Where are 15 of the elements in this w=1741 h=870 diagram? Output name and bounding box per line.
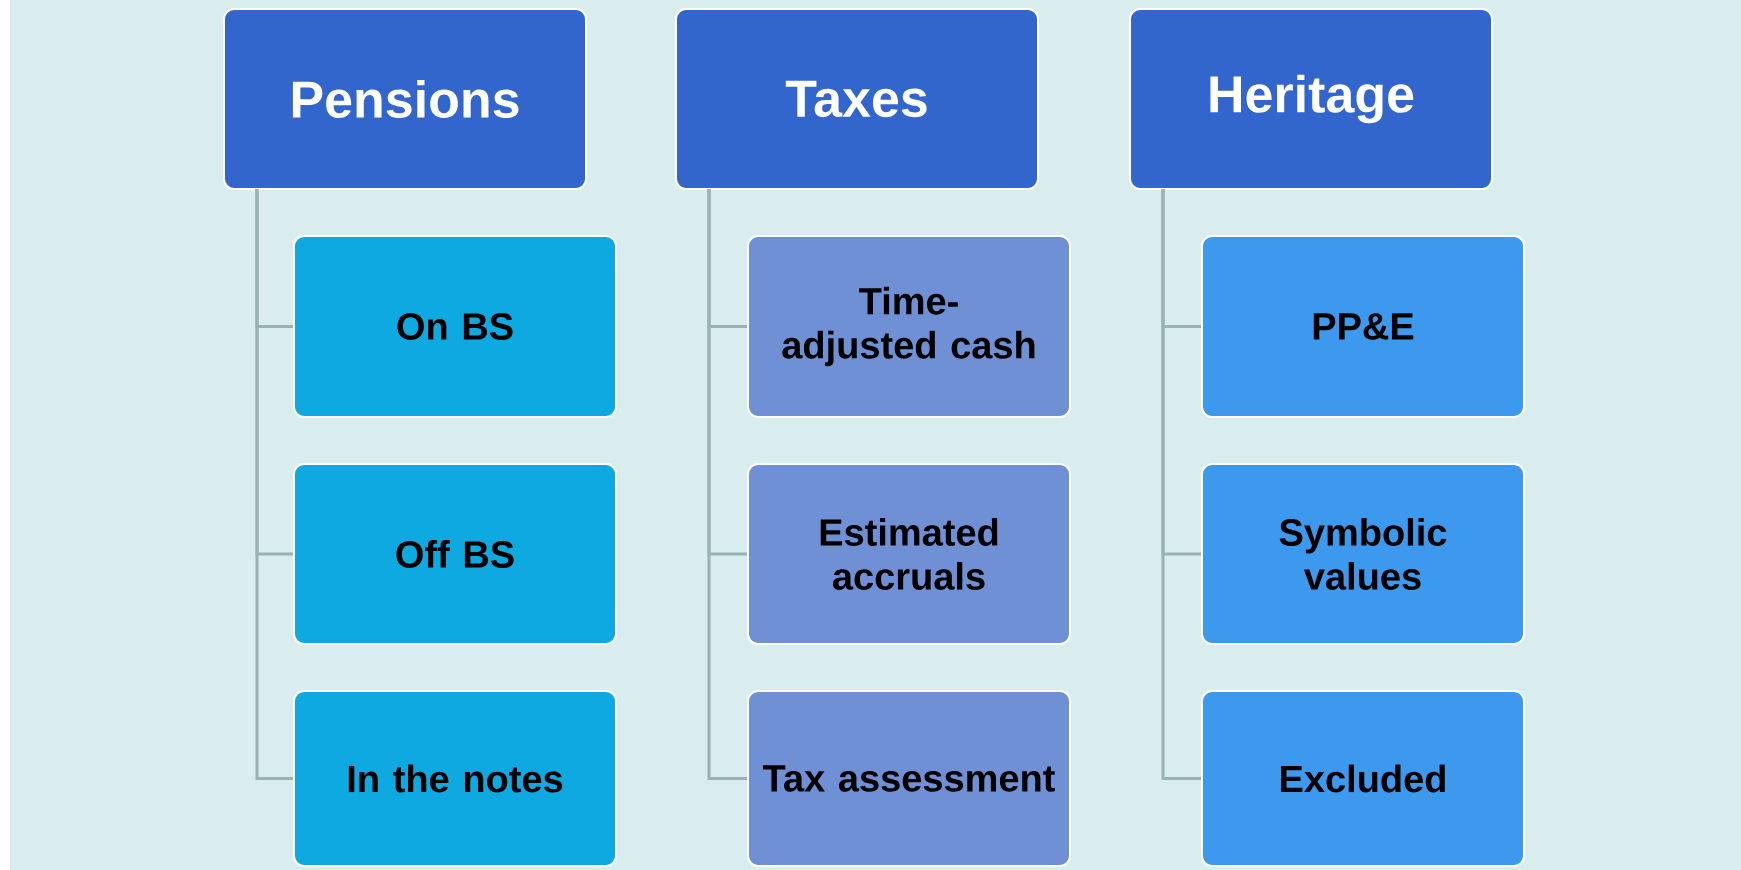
connector-line	[707, 189, 747, 780]
item-box: PP&E	[1201, 235, 1525, 418]
item-box: Off BS	[293, 463, 617, 645]
category-box: Pensions	[223, 8, 587, 190]
category-box: Taxes	[675, 8, 1039, 190]
category-box: Heritage	[1129, 8, 1493, 190]
item-box: Estimated accruals	[747, 463, 1071, 645]
item-box: Symbolic values	[1201, 463, 1525, 645]
item-box: Tax assessment	[747, 690, 1071, 867]
item-box: Excluded	[1201, 690, 1525, 867]
connector-line	[255, 189, 293, 780]
connector-line	[1161, 189, 1201, 780]
item-box: Time-adjusted cash	[747, 235, 1071, 418]
item-box: On BS	[293, 235, 617, 418]
item-box: In the notes	[293, 690, 617, 867]
